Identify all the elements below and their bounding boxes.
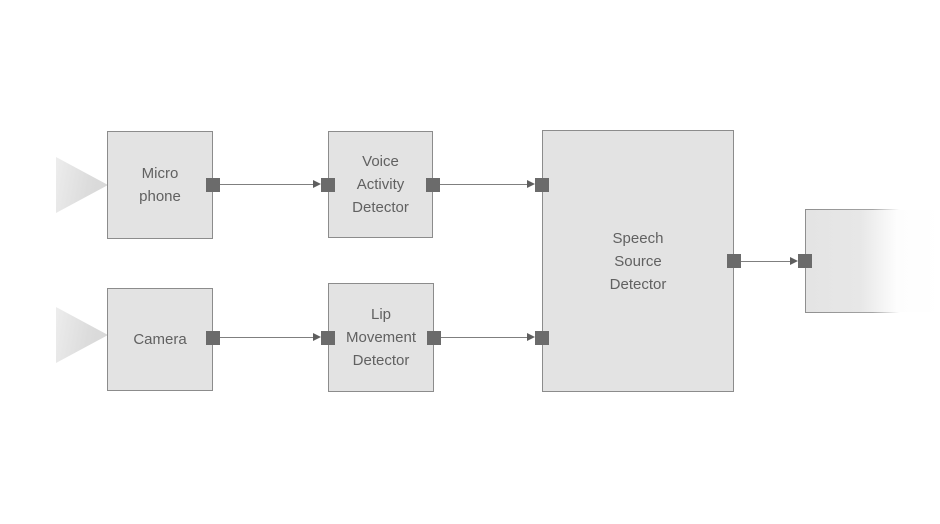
edge-camera-to-lmd	[220, 333, 321, 342]
port-output-input	[798, 254, 812, 268]
port-vad-output	[426, 178, 440, 192]
node-voice-activity-detector[interactable]: Voice Activity Detector	[328, 131, 433, 238]
edge-line	[220, 183, 314, 186]
arrowhead-icon	[527, 333, 535, 341]
edge-lmd-to-ssd	[441, 333, 535, 342]
port-microphone-output	[206, 178, 220, 192]
arrowhead-icon	[527, 180, 535, 188]
node-voice-activity-detector-label: Voice Activity Detector	[352, 153, 409, 216]
edge-microphone-to-vad	[220, 180, 321, 189]
node-speech-source-detector-label: Speech Source Detector	[609, 229, 667, 293]
port-ssd-output	[727, 254, 741, 268]
audio-input-triangle-icon	[56, 157, 108, 213]
port-vad-input	[321, 178, 335, 192]
node-lip-movement-detector[interactable]: Lip Movement Detector	[328, 283, 434, 392]
edge-ssd-to-output	[741, 257, 798, 266]
arrowhead-icon	[790, 257, 798, 265]
edge-vad-to-ssd	[440, 180, 535, 189]
arrowhead-icon	[313, 180, 321, 188]
edge-line	[220, 336, 314, 339]
edge-line	[741, 260, 791, 263]
node-speech-source-detector[interactable]: Speech Source Detector	[542, 130, 734, 392]
arrowhead-icon	[313, 333, 321, 341]
node-lip-movement-detector-label: Lip Movement Detector	[345, 306, 417, 369]
node-output-fill	[806, 210, 940, 312]
port-lmd-output	[427, 331, 441, 345]
node-camera-label: Camera	[133, 331, 187, 348]
port-camera-output	[206, 331, 220, 345]
edge-line	[441, 336, 528, 339]
video-input-triangle-icon	[56, 307, 108, 363]
node-output[interactable]	[805, 209, 940, 313]
port-ssd-input-audio	[535, 178, 549, 192]
edge-line	[440, 183, 528, 186]
port-lmd-input	[321, 331, 335, 345]
node-microphone-label: Micro phone	[139, 165, 181, 205]
node-camera[interactable]: Camera	[107, 288, 213, 391]
port-ssd-input-video	[535, 331, 549, 345]
node-microphone[interactable]: Micro phone	[107, 131, 213, 239]
